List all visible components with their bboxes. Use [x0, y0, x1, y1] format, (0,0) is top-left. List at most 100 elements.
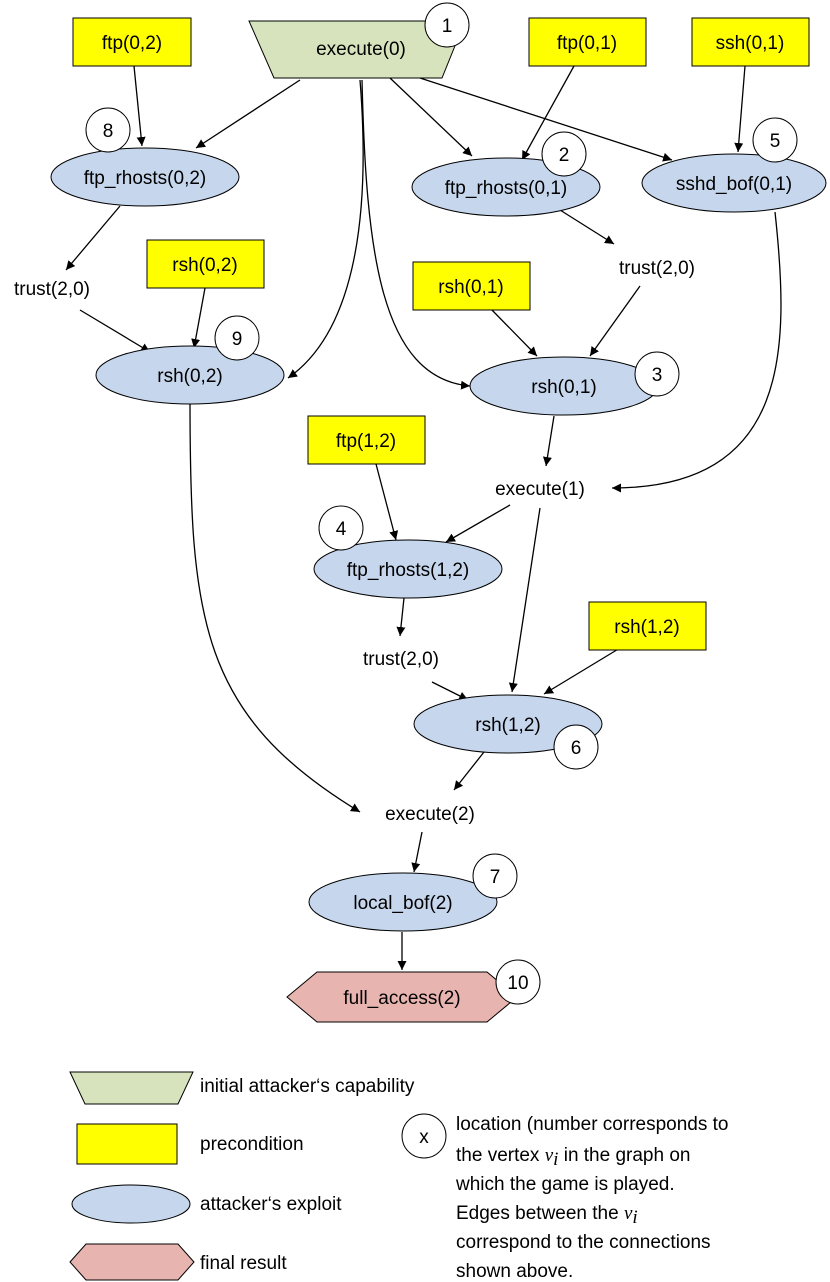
- edge-trust-rsh12: [431, 681, 469, 701]
- legend-exploit: attacker‘s exploit: [71, 1184, 342, 1224]
- location-9: 9: [214, 315, 260, 361]
- node-trust20-a: trust(2,0): [14, 279, 90, 300]
- exploit-ellipse: [313, 539, 503, 599]
- edge-execute2-local_bof2: [411, 831, 423, 873]
- node-label: rsh(0,2): [172, 255, 237, 276]
- legend-final-swatch: [69, 1243, 195, 1281]
- node-label: full_access(2): [343, 988, 460, 1009]
- node-ftp12: ftp(1,2): [307, 415, 426, 465]
- legend-precondition-swatch: [76, 1123, 178, 1165]
- precondition-box: [307, 415, 426, 465]
- precondition-box: [691, 17, 810, 67]
- node-execute2: execute(2): [385, 804, 475, 825]
- legend-location-circle: [401, 1113, 447, 1159]
- node-local_bof2: local_bof(2): [308, 872, 498, 932]
- edge-ftp12-ftp_rhosts12: [375, 463, 399, 541]
- edge-ftp02-ftp_rhosts02: [133, 65, 146, 147]
- legend-location-line2: the vertex vi in the graph on: [456, 1145, 690, 1170]
- legend-initial-swatch: [69, 1071, 194, 1105]
- location-2: 2: [541, 131, 587, 177]
- svg-text:2: 2: [559, 145, 570, 166]
- edge-ftp_rhosts01-trust: [559, 209, 615, 245]
- precondition-box: [412, 261, 531, 311]
- precondition-box: [528, 17, 647, 67]
- legend-exploit-label: attacker‘s exploit: [200, 1194, 342, 1215]
- precondition-box: [146, 239, 265, 289]
- location-8: 8: [85, 107, 131, 153]
- node-label: rsh(0,1): [531, 377, 596, 398]
- edge-execute0-sshd_bof01: [419, 77, 673, 162]
- svg-text:4: 4: [336, 519, 347, 540]
- legend-initial: initial attacker‘s capability: [69, 1071, 415, 1105]
- location-6: 6: [553, 724, 599, 770]
- node-rsh02: rsh(0,2): [95, 345, 285, 405]
- node-label: ssh(0,1): [716, 33, 785, 54]
- svg-text:7: 7: [490, 867, 501, 888]
- legend-location-symbol: x: [419, 1127, 429, 1148]
- legend-location-line5: correspond to the connections: [456, 1232, 711, 1253]
- node-sshd_bof01: sshd_bof(0,1): [641, 153, 827, 213]
- node-rsh01-pre: rsh(0,1): [412, 261, 531, 311]
- edge-execute1-rsh12: [508, 507, 541, 693]
- node-ftp02: ftp(0,2): [72, 17, 192, 67]
- svg-text:10: 10: [507, 973, 528, 994]
- svg-text:5: 5: [770, 131, 781, 152]
- node-ftp01: ftp(0,1): [528, 17, 647, 67]
- precondition-box: [72, 17, 192, 67]
- edges: [65, 65, 782, 970]
- node-ftp_rhosts02: ftp_rhosts(0,2): [50, 147, 240, 207]
- location-7: 7: [472, 853, 518, 899]
- exploit-ellipse: [308, 872, 498, 932]
- edge-trust-rsh02: [79, 309, 151, 353]
- edge-ftp_rhosts02-trust: [65, 205, 121, 271]
- node-label: ftp_rhosts(0,2): [84, 168, 207, 189]
- svg-text:9: 9: [232, 329, 243, 350]
- node-execute1: execute(1): [495, 479, 585, 500]
- node-ftp_rhosts12: ftp_rhosts(1,2): [313, 539, 503, 599]
- edge-rsh01-execute1: [542, 415, 555, 467]
- node-ssh01: ssh(0,1): [691, 17, 810, 67]
- node-full_access2: full_access(2): [286, 971, 518, 1023]
- precondition-box: [588, 601, 707, 651]
- exploit-ellipse: [641, 153, 827, 213]
- edge-trust-rsh01: [589, 285, 641, 357]
- edge-ftp01-ftp_rhosts01: [521, 65, 575, 161]
- exploit-ellipse: [413, 694, 603, 754]
- node-label: ftp_rhosts(1,2): [347, 560, 470, 581]
- location-5: 5: [752, 117, 798, 163]
- legend-location-line3: which the game is played.: [455, 1174, 675, 1195]
- edge-rsh12pre-rsh12: [543, 647, 621, 695]
- node-label: ftp(1,2): [336, 431, 396, 452]
- legend-precondition: precondition: [76, 1123, 304, 1165]
- legend-initial-label: initial attacker‘s capability: [200, 1076, 415, 1097]
- legend-location-line4: Edges between the vi: [456, 1203, 638, 1228]
- svg-text:6: 6: [571, 738, 582, 759]
- location-1: 1: [424, 2, 470, 48]
- node-label: rsh(0,1): [438, 277, 503, 298]
- node-label: rsh(1,2): [614, 617, 679, 638]
- svg-text:3: 3: [652, 365, 663, 386]
- location-markers: 1 2 3 4 5 6 7 8 9 10: [85, 2, 798, 1005]
- legend-location-line1: location (number corresponds to: [456, 1114, 728, 1135]
- legend: initial attacker‘s capability preconditi…: [69, 1071, 728, 1282]
- legend-final-label: final result: [200, 1253, 287, 1274]
- edge-rsh02-execute2: [189, 399, 361, 813]
- node-rsh12-pre: rsh(1,2): [588, 601, 707, 651]
- legend-precondition-label: precondition: [200, 1134, 304, 1155]
- exploit-ellipse: [50, 147, 240, 207]
- node-label: ftp(0,1): [557, 33, 617, 54]
- location-3: 3: [634, 351, 680, 397]
- edge-rsh02pre-rsh02: [191, 287, 206, 349]
- node-trust20-c: trust(2,0): [363, 649, 439, 670]
- legend-exploit-swatch: [71, 1184, 191, 1224]
- legend-location-line6: shown above.: [456, 1261, 573, 1282]
- edge-rsh01pre-rsh01: [489, 307, 538, 357]
- node-label: execute(0): [316, 39, 406, 60]
- node-label: local_bof(2): [353, 893, 452, 914]
- node-label: rsh(0,2): [157, 366, 222, 387]
- node-trust20-b: trust(2,0): [619, 258, 695, 279]
- node-execute0: execute(0): [248, 20, 466, 79]
- edge-ssh01-sshd_bof01: [734, 65, 746, 153]
- edge-execute0-ftp_rhosts01: [389, 77, 473, 157]
